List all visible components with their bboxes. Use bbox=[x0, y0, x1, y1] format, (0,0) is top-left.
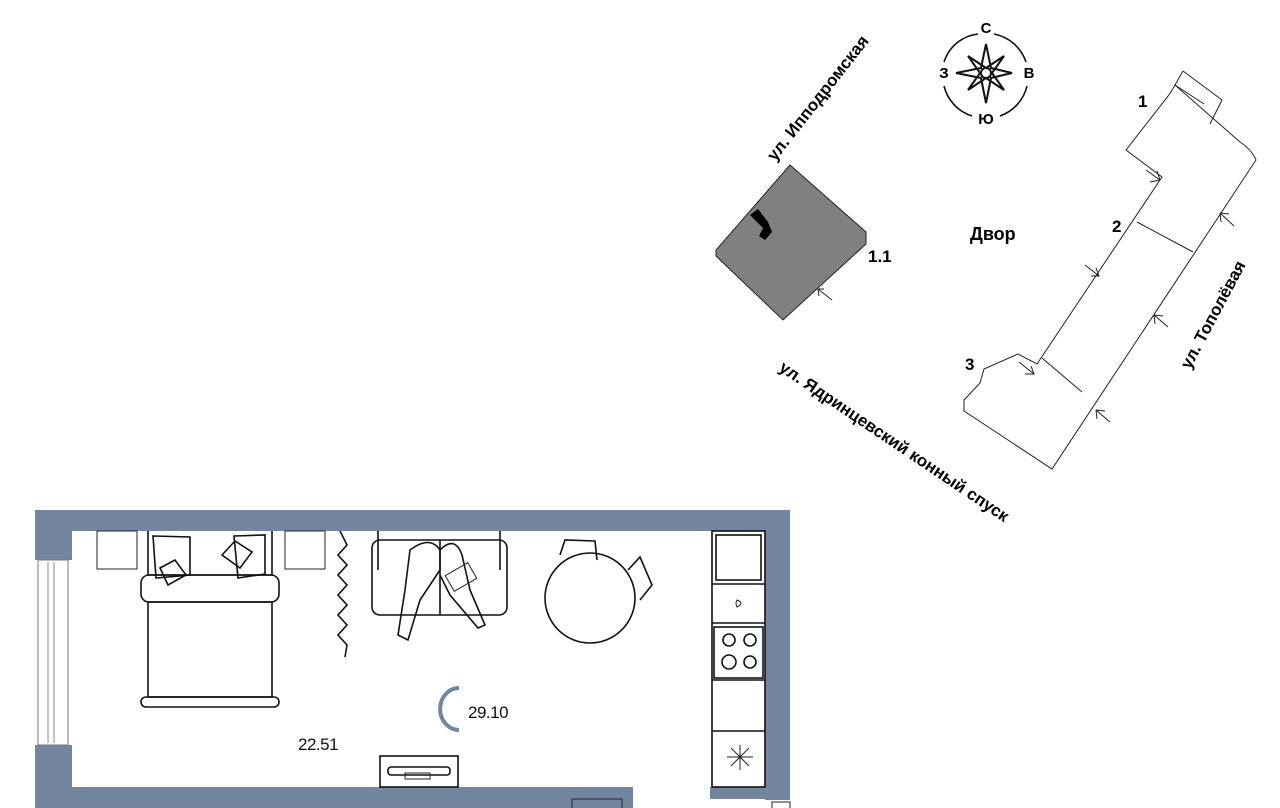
compass-south: Ю bbox=[978, 111, 993, 128]
kitchen-counter bbox=[711, 530, 766, 788]
section-label-2: 2 bbox=[1112, 217, 1121, 236]
room-code: С bbox=[0, 0, 1, 1]
partition-screen bbox=[336, 530, 349, 658]
compass-east: В bbox=[1024, 65, 1035, 82]
street-label-topoleva: ул. Тополёвая bbox=[1177, 258, 1250, 372]
building-label: 1.1 bbox=[868, 247, 892, 266]
street-label-yadrintsev: ул. Ядринцевский конный спуск bbox=[776, 358, 1013, 527]
street-label-hippodrome: ул. Ипподромская bbox=[763, 32, 872, 165]
room-area: 22.51 bbox=[298, 735, 338, 754]
tv-stand bbox=[379, 755, 459, 788]
walls bbox=[35, 510, 790, 808]
compass-rose: С Ю З В bbox=[939, 20, 1034, 128]
building-1-1 bbox=[715, 164, 867, 321]
courtyard-label: Двор bbox=[970, 224, 1016, 244]
window bbox=[37, 559, 69, 746]
section-label-3: 3 bbox=[965, 355, 974, 374]
residential-building-outline bbox=[963, 70, 1257, 470]
total-area: 29.10 bbox=[468, 703, 508, 722]
section-label-1: 1 bbox=[1138, 92, 1147, 111]
compass-west: З bbox=[939, 65, 948, 82]
room-code-letter bbox=[438, 686, 460, 732]
sofa-with-people bbox=[371, 531, 508, 642]
compass-north: С bbox=[981, 20, 992, 37]
bed bbox=[96, 530, 326, 708]
dining-table bbox=[544, 539, 653, 644]
